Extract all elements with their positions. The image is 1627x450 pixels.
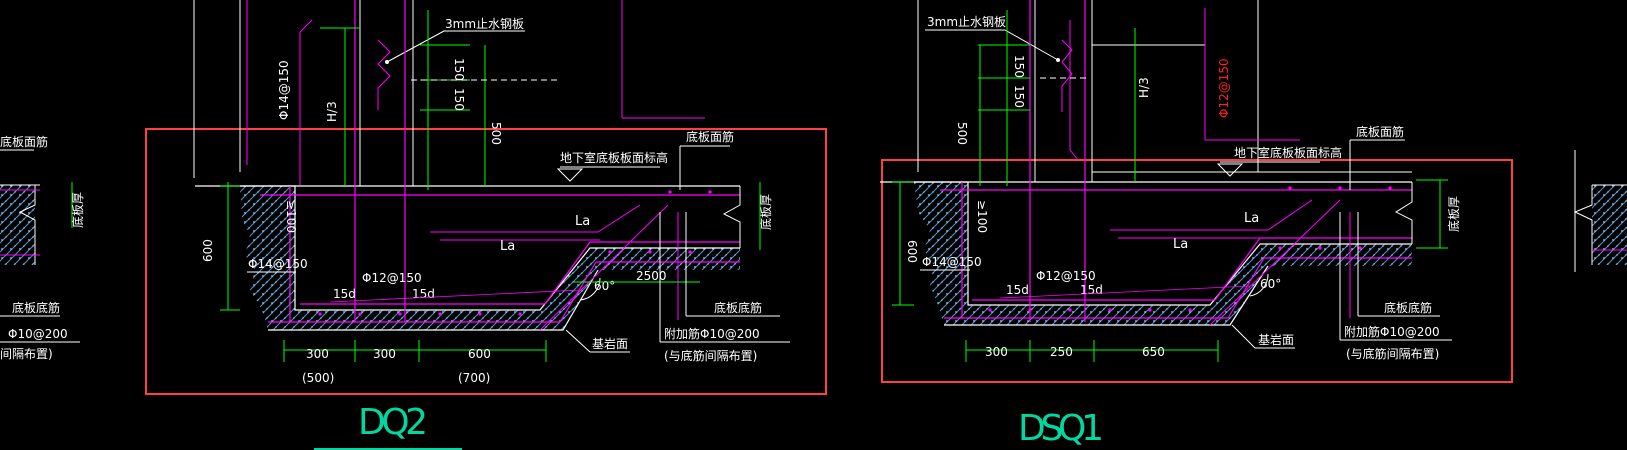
add-rebar-label-left: 附加筋Φ10@200 [664,326,760,341]
slab-thickness-label-left: 底板厚 [758,194,773,230]
edge-left-concrete [0,185,35,265]
bottom-rebar-label-left: 底板底筋 [714,300,762,315]
slab-thickness-label-right: 底板厚 [1446,196,1461,232]
angle-label-right: 60° [1260,277,1281,291]
h3-label-left: H/3 [325,101,339,122]
edge-add-rebar-label: Φ10@200 [8,327,68,341]
hook-a-label-right: 15d [1006,283,1029,297]
add-rebar-note-right: (与底筋间隔布置) [1346,346,1439,361]
min100-label-right: ≥100 [975,200,989,233]
edge-left-detail: 底板面筋 底板厚 底板底筋 Φ10@200 间隔布置) [0,134,85,361]
h3-label-right: H/3 [1137,77,1151,98]
d150b-left: 150 [452,88,466,111]
plate-label-right: 3mm止水钢板 [927,15,1006,29]
d150a-left: 150 [452,58,466,81]
detail-dsq1: 3mm止水钢板 地下室底板板面标高 底板面筋 底板厚 [880,0,1513,449]
dim-alt-1-left: (500) [302,371,334,385]
dim-alt-2-left: (700) [458,371,490,385]
detail-title-dsq1: DSQ1 [1018,408,1104,449]
foundation-label-right: 基岩面 [1258,332,1294,347]
bar12-label-right: Φ12@150 [1036,269,1096,283]
wall-bottom-rebar-label-right: Φ14@150 [922,255,982,269]
slab-top-rebar-label-left: 底板面筋 [686,129,734,144]
dim-1-right: 300 [985,345,1008,359]
wall-bottom-rebar-label-left: Φ14@150 [248,257,308,271]
la-upper-right: La [1244,211,1259,226]
add-rebar-note-left: (与底筋间隔布置) [664,348,757,363]
slab-top-label-right: 地下室底板板面标高 [1234,145,1342,160]
edge-right-detail [1573,150,1627,272]
add-rebar-label-right: 附加筋Φ10@200 [1344,324,1440,339]
dim-2-left: 300 [373,347,396,361]
dim-1-left: 300 [306,347,329,361]
d500-right: 500 [955,122,969,145]
plate-label-left: 3mm止水钢板 [445,17,524,31]
edge-add-rebar-note: 间隔布置) [0,347,53,361]
bar12-label-left: Φ12@150 [362,271,422,285]
foundation-label-left: 基岩面 [592,336,628,351]
highlight-frame-right [881,159,1513,383]
concrete-section-right [914,182,1412,325]
dim-3-left: 600 [468,347,491,361]
d150a-right: 150 [1012,55,1026,78]
angle-label-left: 60° [594,279,615,293]
d150b-right: 150 [1012,85,1026,108]
dim-3-right: 650 [1142,345,1165,359]
hook-b-label-right: 15d [1080,283,1103,297]
d500-left: 500 [489,122,503,145]
detail-title-dq2: DQ2 [358,402,428,443]
la-lower-right: La [1173,237,1188,252]
d600-left: 600 [201,239,215,262]
bottom-rebar-label-right: 底板底筋 [1384,300,1432,315]
dim-2-right: 250 [1050,345,1073,359]
wall-rebar-label-left: Φ14@150 [277,60,291,120]
d2500-left: 2500 [636,269,667,283]
slab-top-rebar-label-right: 底板面筋 [1356,124,1404,139]
bar12-red-label-right: Φ12@150 [1217,58,1231,118]
la-upper-left: La [575,214,590,229]
la-lower-left: La [500,239,515,254]
min100-label-left: ≥100 [284,200,298,233]
slab-top-label-left: 地下室底板板面标高 [560,150,668,165]
hook-b-label-left: 15d [412,287,435,301]
edge-slab-thickness-label: 底板厚 [70,192,85,228]
d600-right: 600 [905,240,919,263]
highlight-frame-left [145,128,827,395]
edge-slab-top-rebar-label: 底板面筋 [0,134,48,149]
hook-a-label-left: 15d [333,287,356,301]
detail-dq2: 3mm止水钢板 [145,0,827,450]
edge-bottom-rebar-label: 底板底筋 [12,300,60,315]
